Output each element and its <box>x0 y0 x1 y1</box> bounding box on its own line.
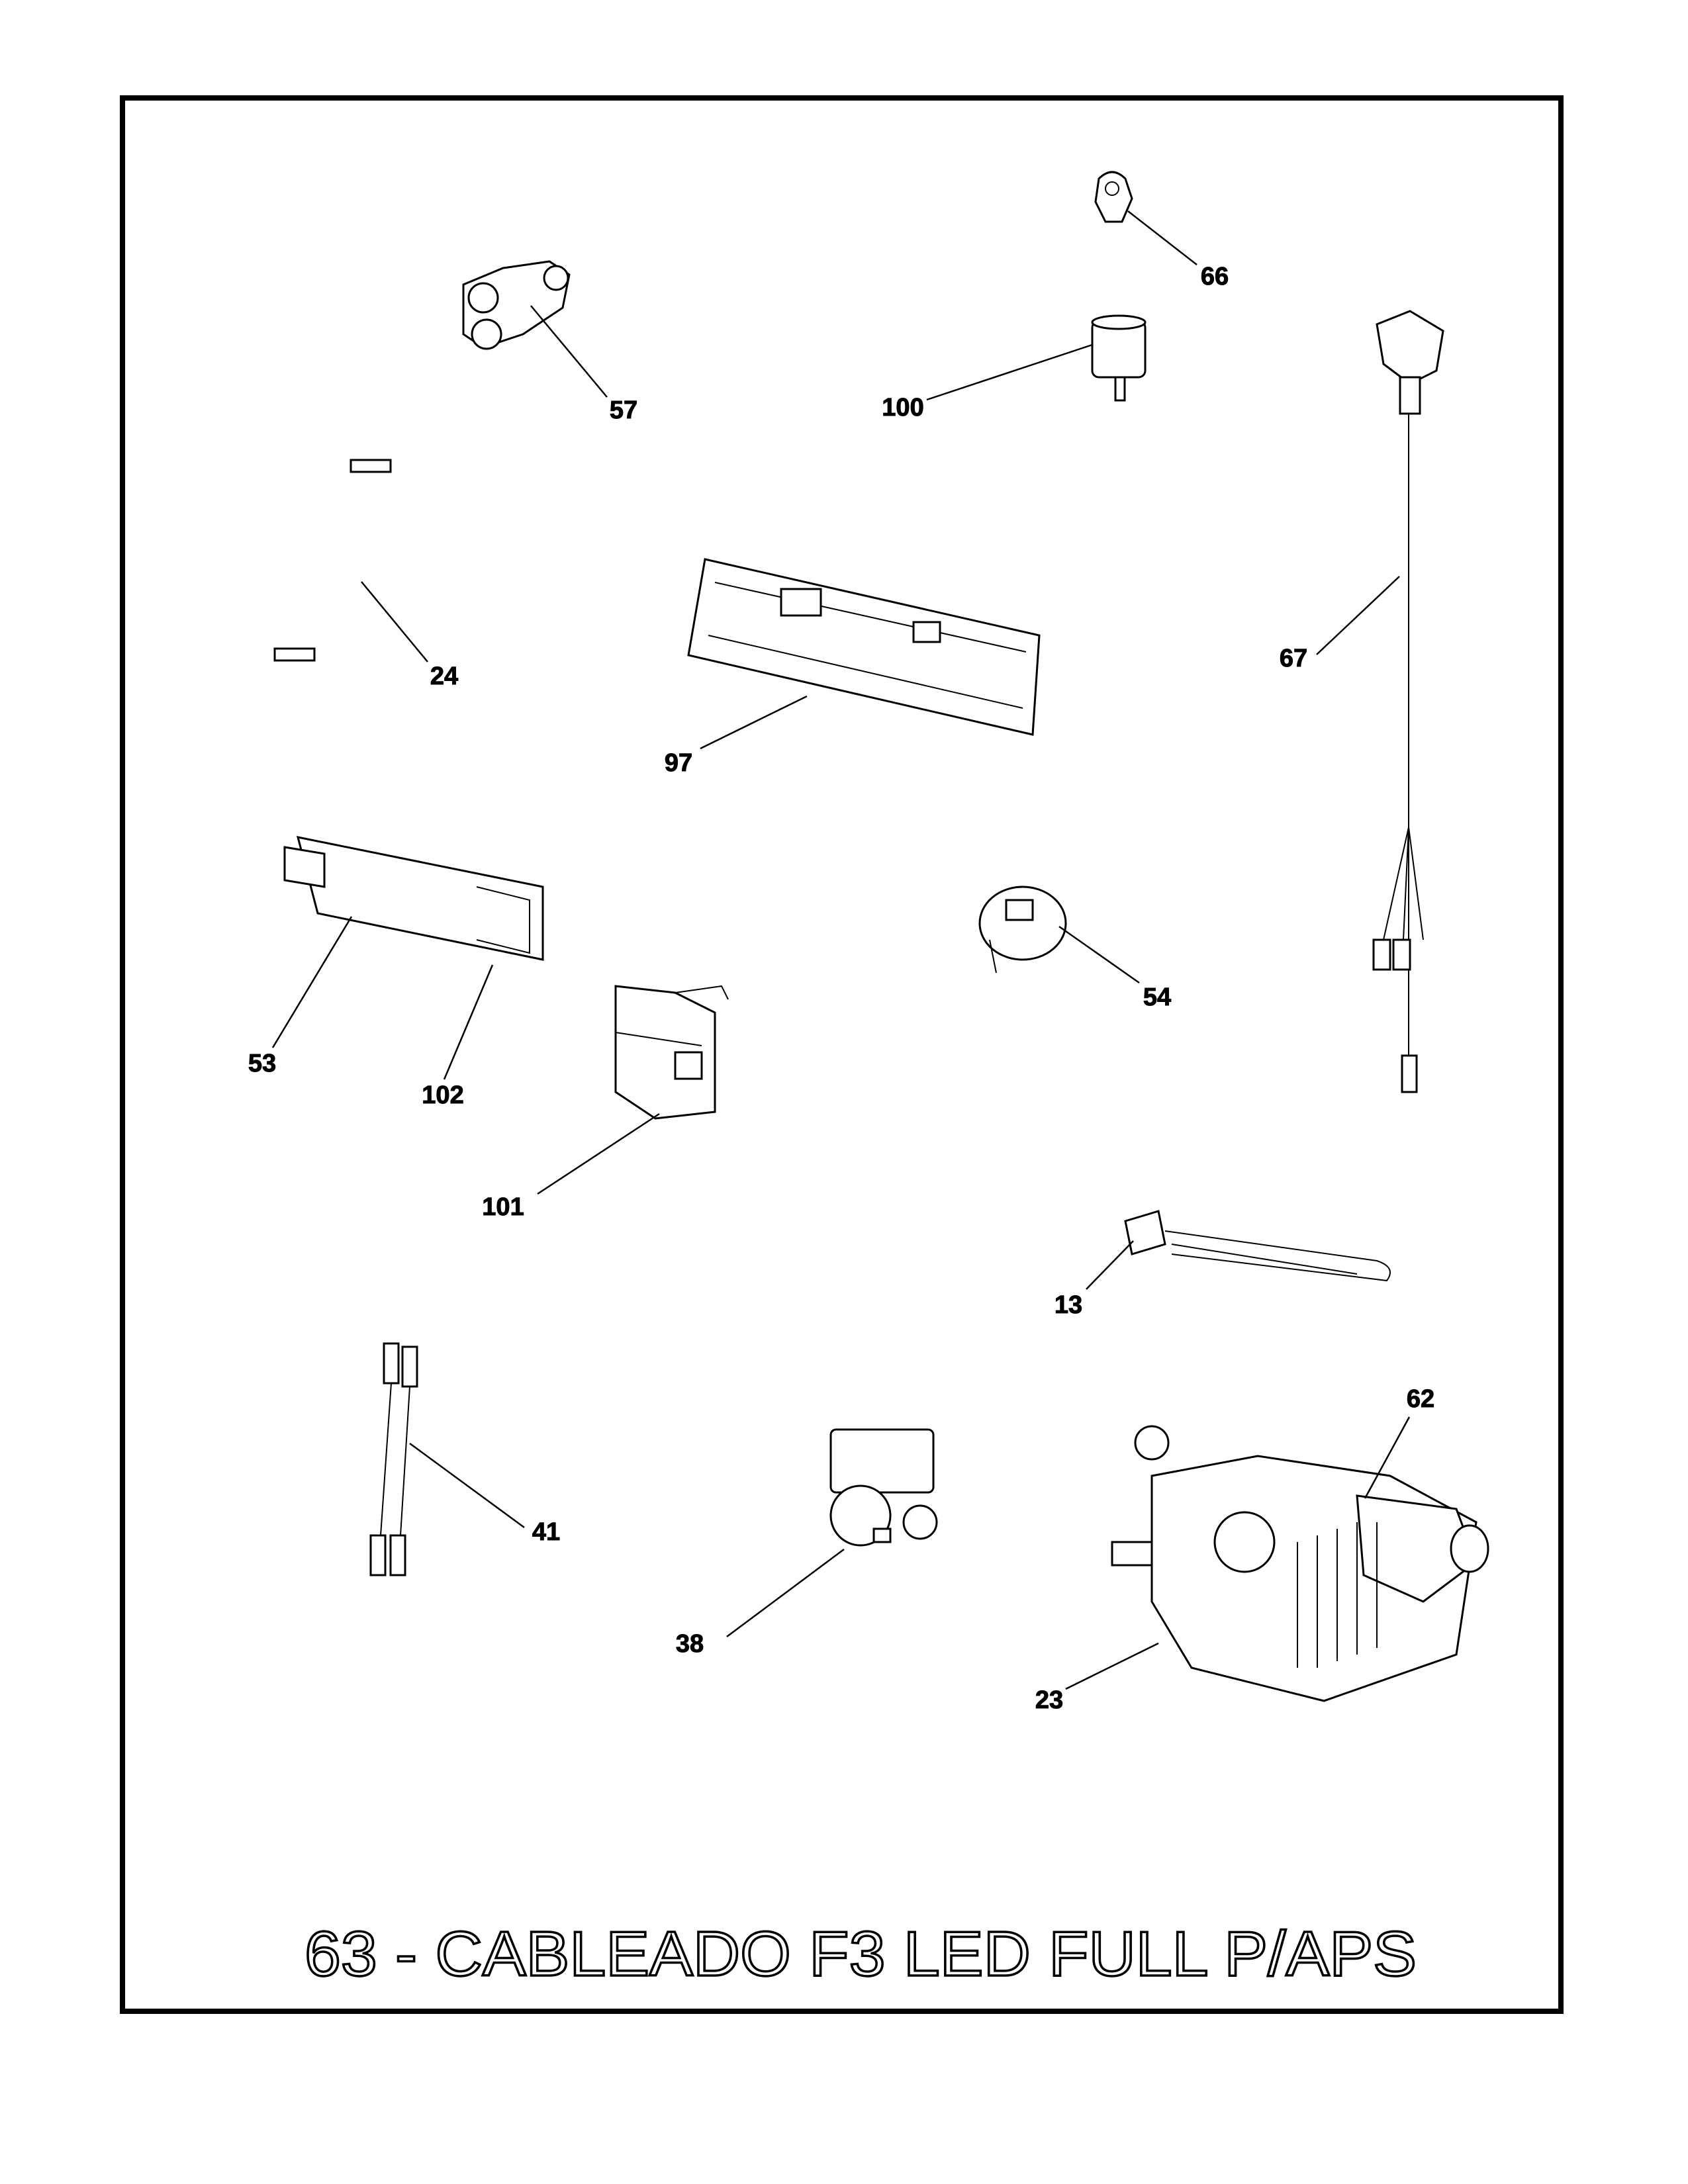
leader-53 <box>271 916 353 1048</box>
callout-41: 41 <box>532 1518 560 1546</box>
part-101-door-lock <box>614 985 729 1120</box>
callout-101: 101 <box>482 1193 524 1221</box>
leader-41 <box>409 1442 525 1529</box>
part-38-drain-pump <box>829 1428 938 1547</box>
part-97-control-board <box>687 558 1041 736</box>
part-66-clip <box>1094 171 1133 223</box>
part-54-pressure-switch <box>978 886 1067 974</box>
leader-54 <box>1058 925 1140 984</box>
leader-97 <box>700 695 808 750</box>
callout-97: 97 <box>665 749 692 777</box>
part-57-water-valve <box>462 260 571 350</box>
leader-102 <box>443 964 494 1080</box>
part-100-capacitor <box>1091 314 1147 402</box>
part-53-102-display-board <box>283 836 544 961</box>
callouts: 66 57 100 24 67 97 53 102 54 101 13 62 4… <box>248 263 1434 1715</box>
callout-62: 62 <box>1407 1385 1434 1413</box>
leader-13 <box>1086 1240 1134 1290</box>
part-41-wire-jumper <box>369 1342 418 1576</box>
leader-24 <box>361 581 428 662</box>
callout-24: 24 <box>430 662 458 690</box>
leader-62 <box>1364 1416 1411 1499</box>
leader-101 <box>537 1113 660 1195</box>
leader-67 <box>1316 576 1400 655</box>
callout-53: 53 <box>248 1050 276 1077</box>
leader-100 <box>926 343 1093 401</box>
callout-38: 38 <box>676 1630 704 1658</box>
leader-66 <box>1127 210 1197 265</box>
leader-23 <box>1065 1642 1159 1690</box>
part-24-ribbon-cable <box>273 459 392 662</box>
leader-lines <box>271 210 1411 1690</box>
callout-13: 13 <box>1055 1291 1082 1319</box>
callout-57: 57 <box>610 396 637 424</box>
callout-67: 67 <box>1280 645 1307 672</box>
leader-57 <box>530 305 608 398</box>
diagram-border <box>120 95 1564 2014</box>
part-23-62-drive-motor <box>1111 1425 1489 1702</box>
callout-54: 54 <box>1143 983 1171 1011</box>
callout-100: 100 <box>882 394 923 422</box>
callout-23: 23 <box>1035 1686 1063 1714</box>
callout-66: 66 <box>1201 263 1229 291</box>
part-67-power-cord <box>1372 310 1444 1093</box>
diagram-title: 63 - CABLEADO F3 LED FULL P/APS <box>305 1919 1417 1989</box>
callout-102: 102 <box>422 1081 463 1109</box>
leader-38 <box>726 1548 845 1638</box>
part-13-heater <box>1124 1210 1391 1282</box>
